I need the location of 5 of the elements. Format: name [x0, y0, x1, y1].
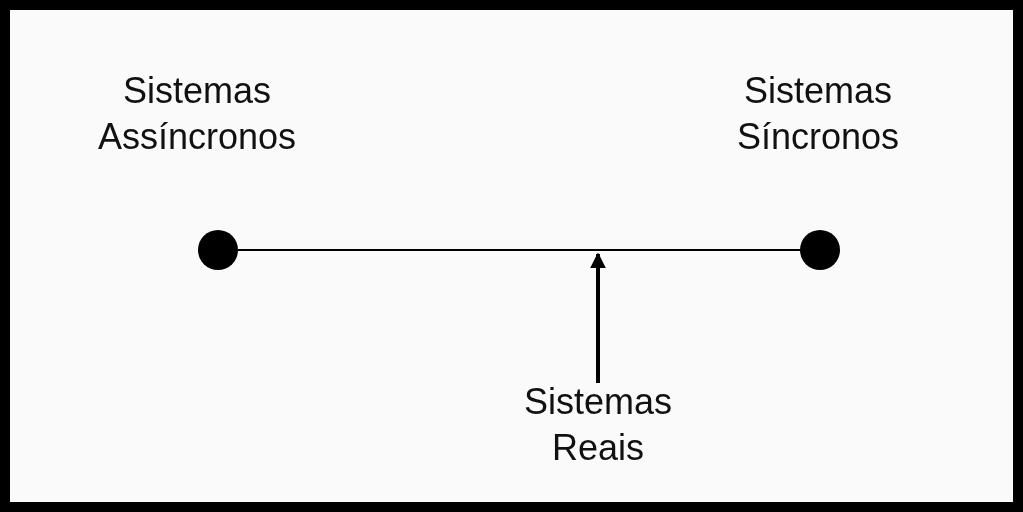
node-label: Sistemas Reais: [488, 379, 708, 471]
line: [237, 249, 801, 251]
arrow: [590, 252, 606, 383]
node-caption: Sistemas Síncronos: [735, 69, 901, 159]
node-caption: Sistemas Assíncronos: [96, 69, 298, 159]
